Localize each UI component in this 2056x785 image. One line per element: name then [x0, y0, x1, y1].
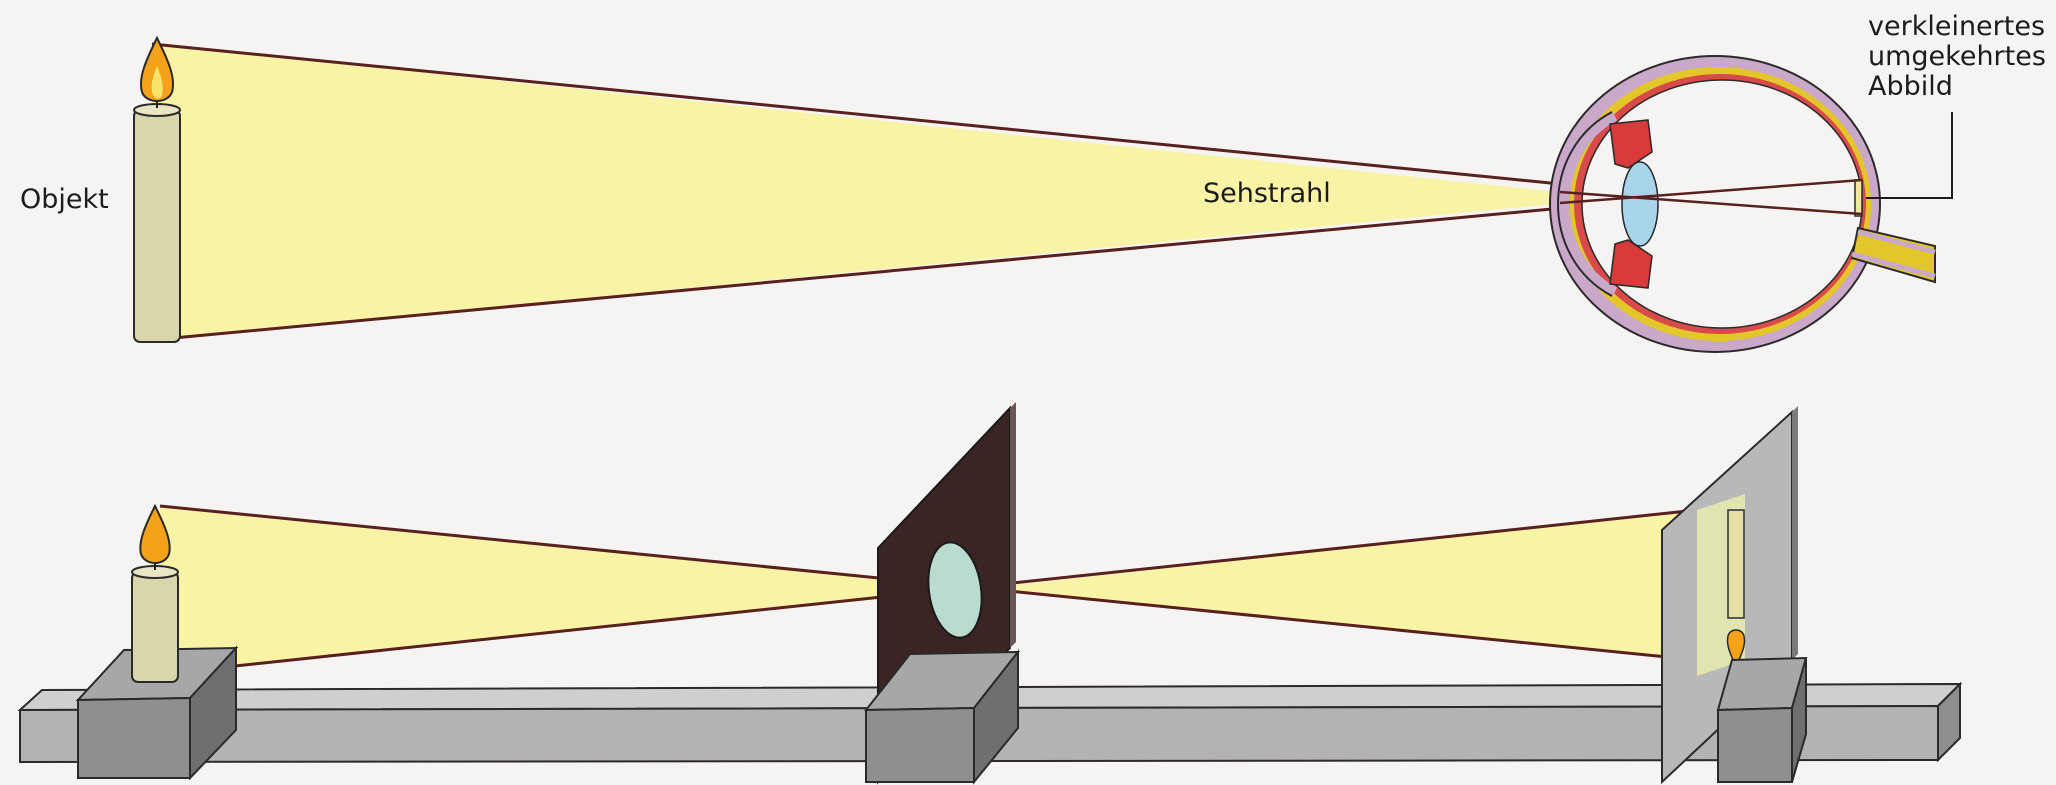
image-label-line1: verkleinertes — [1868, 12, 2046, 42]
inverted-candle-image — [1728, 510, 1744, 618]
optical-bench-diagram — [20, 402, 1960, 782]
lens-plate — [866, 402, 1018, 782]
light-cone-to-screen — [985, 510, 1697, 660]
lens-plate-edge — [1010, 402, 1016, 648]
image-label-line2: umgekehrtes — [1868, 42, 2046, 72]
screen-holder-front — [1718, 708, 1792, 782]
eye-lens — [1622, 162, 1658, 246]
projection-screen — [1662, 406, 1806, 782]
light-cone-to-lens — [160, 506, 985, 674]
sight-ray-label: Sehstrahl — [1203, 179, 1331, 209]
candle-top — [134, 38, 180, 342]
bench-candle-body — [132, 572, 178, 682]
candle-body — [134, 110, 180, 342]
retina-image — [1855, 180, 1862, 216]
image-label-line3: Abbild — [1868, 72, 2046, 102]
candle-holder-front — [78, 698, 190, 778]
screen-board-edge — [1792, 406, 1798, 660]
object-label: Objekt — [20, 185, 109, 215]
lens-holder-front — [866, 708, 974, 782]
light-cone-to-eye — [152, 44, 1615, 340]
reduced-inverted-image-label: verkleinertes umgekehrtes Abbild — [1868, 12, 2046, 102]
eye-model-diagram — [134, 38, 1952, 352]
